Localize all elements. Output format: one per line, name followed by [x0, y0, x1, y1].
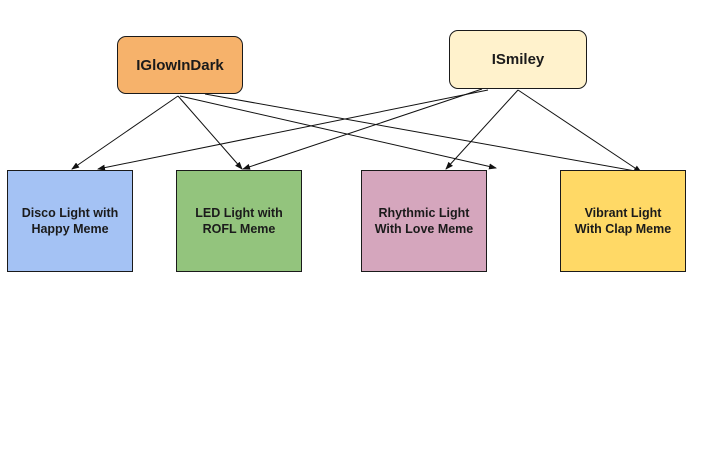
class-rhythmic-light[interactable]: Rhythmic Light With Love Meme: [361, 170, 487, 272]
interface-label: ISmiley: [491, 51, 545, 68]
class-disco-light[interactable]: Disco Light with Happy Meme: [7, 170, 133, 272]
class-label-line: Disco Light with: [21, 206, 119, 220]
class-label: Rhythmic Light With Love Meme: [375, 205, 474, 237]
class-label-line: LED Light with: [195, 206, 283, 220]
edge-smiley-to-vibrant: [517, 89, 642, 173]
class-label-line: Vibrant Light: [584, 206, 662, 220]
edge-glow-to-disco: [71, 95, 179, 170]
class-label-line: ROFL Meme: [202, 222, 276, 236]
class-label: Vibrant Light With Clap Meme: [575, 205, 671, 237]
interface-label: IGlowInDark: [136, 56, 224, 74]
class-label-line: With Clap Meme: [574, 222, 672, 236]
edge-smiley-to-rhythmic: [445, 89, 519, 170]
edge-glow-to-led: [177, 95, 243, 170]
interface-ismiley[interactable]: ISmiley: [449, 30, 587, 89]
class-label: LED Light with ROFL Meme: [195, 205, 282, 237]
class-label-line: Rhythmic Light: [378, 206, 470, 220]
interface-iglowindark[interactable]: IGlowInDark: [117, 36, 243, 94]
class-label-line: With Love Meme: [374, 222, 474, 236]
edge-smiley-to-led: [242, 88, 483, 170]
class-led-light[interactable]: LED Light with ROFL Meme: [176, 170, 302, 272]
edge-glow-to-rhythmic: [179, 95, 497, 170]
edge-glow-to-vibrant: [204, 93, 642, 174]
edge-smiley-to-disco: [97, 89, 489, 171]
class-vibrant-light[interactable]: Vibrant Light With Clap Meme: [560, 170, 686, 272]
class-label-line: Happy Meme: [31, 222, 109, 236]
class-label: Disco Light with Happy Meme: [22, 205, 119, 237]
